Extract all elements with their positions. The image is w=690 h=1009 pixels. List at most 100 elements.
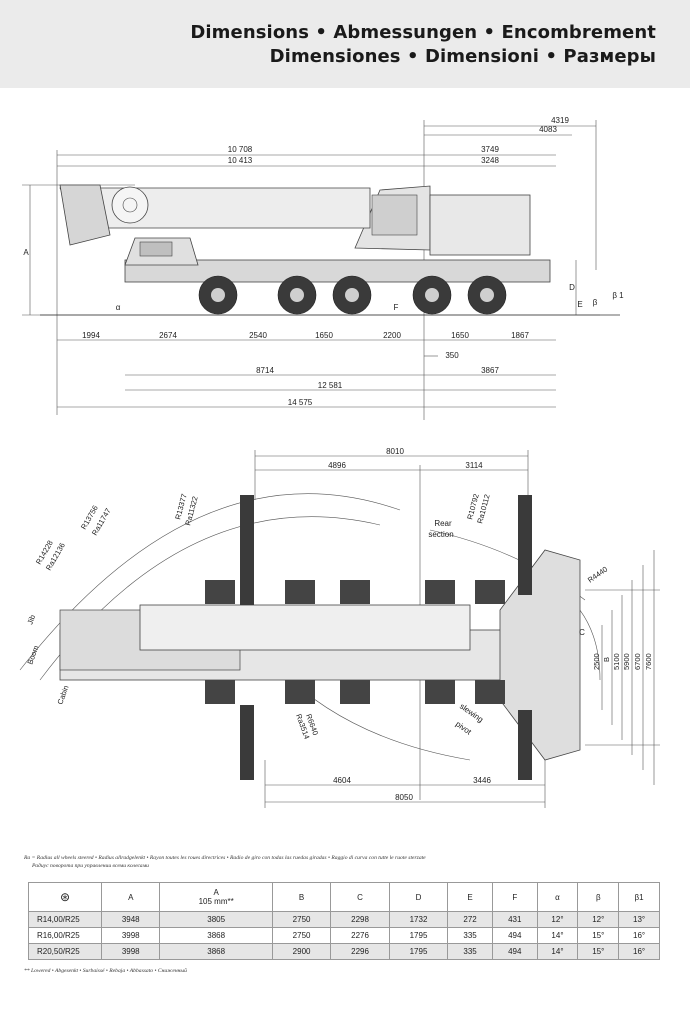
title-line-1: Dimensions • Abmessungen • Encombrement bbox=[190, 22, 656, 43]
dim-3867: 3867 bbox=[481, 366, 499, 375]
cell: 335 bbox=[447, 927, 493, 944]
dim-6700: 6700 bbox=[633, 653, 642, 670]
col-C: C bbox=[330, 882, 390, 912]
legend-line-2: Радиус поворота при управлении всеми кол… bbox=[32, 863, 149, 869]
label-section: section bbox=[428, 530, 453, 539]
dim-3446: 3446 bbox=[473, 776, 491, 785]
dim-8010: 8010 bbox=[386, 447, 404, 456]
cell: 1732 bbox=[388, 911, 449, 928]
cell: 16° bbox=[618, 943, 660, 960]
dim-3749: 3749 bbox=[481, 145, 499, 154]
dim-2674: 2674 bbox=[159, 331, 177, 340]
radius-legend: Ra = Radius all wheels steered • Radius … bbox=[24, 854, 664, 870]
col-D: D bbox=[388, 882, 449, 912]
tyre-icon-header: ⊛ bbox=[28, 882, 102, 912]
title-line-2: Dimensiones • Dimensioni • Размеры bbox=[269, 46, 656, 67]
col-A105-sub: 105 mm** bbox=[198, 897, 234, 906]
dim-1650b: 1650 bbox=[451, 331, 469, 340]
label-E: E bbox=[577, 300, 582, 309]
label-boom: Boom bbox=[25, 644, 40, 665]
cell: 494 bbox=[491, 943, 538, 960]
cell: 3948 bbox=[100, 911, 161, 928]
table-row: R14,00/R25 3948 3805 2750 2298 1732 272 … bbox=[28, 911, 660, 928]
cell: 1795 bbox=[388, 943, 449, 960]
cell: 2296 bbox=[330, 943, 390, 960]
cell: 2750 bbox=[271, 911, 332, 928]
cell: 14° bbox=[536, 943, 579, 960]
dim-5100: 5100 bbox=[612, 653, 621, 670]
label-B: B bbox=[602, 657, 611, 662]
table-row: R20,50/R25 3998 3868 2900 2296 1795 335 … bbox=[28, 943, 660, 960]
col-F: F bbox=[491, 882, 538, 912]
col-beta: β bbox=[577, 882, 620, 912]
header-band: Dimensions • Abmessungen • Encombrement … bbox=[0, 0, 690, 88]
dim-4604: 4604 bbox=[333, 776, 351, 785]
row-label: R20,50/R25 bbox=[28, 943, 102, 960]
label-jib: Jib bbox=[25, 614, 37, 626]
top-view-diagram: 8010 4896 3114 4604 3446 8050 C Rear sec… bbox=[19, 447, 660, 808]
cell: 3998 bbox=[100, 943, 161, 960]
dim-3114: 3114 bbox=[465, 461, 483, 470]
cell: 15° bbox=[577, 943, 620, 960]
dim-4319: 4319 bbox=[551, 116, 569, 125]
dim-8714: 8714 bbox=[256, 366, 274, 375]
label-alpha: α bbox=[116, 303, 121, 312]
dim-4896: 4896 bbox=[328, 461, 346, 470]
label-D: D bbox=[569, 283, 575, 292]
cell: 2276 bbox=[330, 927, 390, 944]
table-row: R16,00/R25 3998 3868 2750 2276 1795 335 … bbox=[28, 927, 660, 944]
cell: 431 bbox=[491, 911, 538, 928]
dim-10413: 10 413 bbox=[228, 156, 253, 165]
radius-R4440: R4440 bbox=[586, 565, 609, 585]
col-beta1: β1 bbox=[618, 882, 660, 912]
dim-7600: 7600 bbox=[644, 653, 653, 670]
label-C: C bbox=[579, 628, 585, 637]
cell: 3868 bbox=[159, 927, 273, 944]
col-A105-label: A bbox=[213, 888, 219, 897]
tyre-icon: ⊛ bbox=[59, 890, 71, 904]
col-A: A bbox=[100, 882, 161, 912]
cell: 335 bbox=[447, 943, 493, 960]
cell: 1795 bbox=[388, 927, 449, 944]
dim-10708: 10 708 bbox=[228, 145, 253, 154]
col-B: B bbox=[271, 882, 332, 912]
dim-12581: 12 581 bbox=[318, 381, 343, 390]
label-beta1: β 1 bbox=[612, 291, 624, 300]
dim-2540: 2540 bbox=[249, 331, 267, 340]
label-F: F bbox=[394, 303, 399, 312]
dim-2500: 2500 bbox=[592, 653, 601, 670]
label-cabin: Cabin bbox=[55, 684, 70, 706]
legend-line-1: Ra = Radius all wheels steered • Radius … bbox=[24, 855, 426, 861]
cell: 12° bbox=[577, 911, 620, 928]
cell: 12° bbox=[536, 911, 579, 928]
dim-3248: 3248 bbox=[481, 156, 499, 165]
cell: 2750 bbox=[271, 927, 332, 944]
cell: 2900 bbox=[271, 943, 332, 960]
row-label: R14,00/R25 bbox=[28, 911, 102, 928]
dim-8050: 8050 bbox=[395, 793, 413, 802]
label-A: A bbox=[23, 248, 29, 257]
label-rear: Rear bbox=[434, 519, 452, 528]
dim-14575: 14 575 bbox=[288, 398, 313, 407]
cell: 13° bbox=[618, 911, 660, 928]
dim-350: 350 bbox=[445, 351, 459, 360]
label-pivot: pivot bbox=[454, 719, 474, 737]
side-view-diagram: 4319 4083 10 708 3749 10 413 3248 1994 2… bbox=[22, 116, 624, 420]
row-label: R16,00/R25 bbox=[28, 927, 102, 944]
label-beta: β bbox=[593, 298, 598, 307]
dim-1867: 1867 bbox=[511, 331, 529, 340]
col-alpha: α bbox=[536, 882, 579, 912]
dim-1650a: 1650 bbox=[315, 331, 333, 340]
dim-4083: 4083 bbox=[539, 125, 557, 134]
dim-1994: 1994 bbox=[82, 331, 100, 340]
cell: 3805 bbox=[159, 911, 273, 928]
cell: 272 bbox=[447, 911, 493, 928]
cell: 15° bbox=[577, 927, 620, 944]
dim-2200: 2200 bbox=[383, 331, 401, 340]
cell: 3868 bbox=[159, 943, 273, 960]
col-E: E bbox=[447, 882, 493, 912]
footnote: ** Lowered • Abgesenkt • Surbaissé • Reb… bbox=[24, 968, 187, 974]
cell: 3998 bbox=[100, 927, 161, 944]
